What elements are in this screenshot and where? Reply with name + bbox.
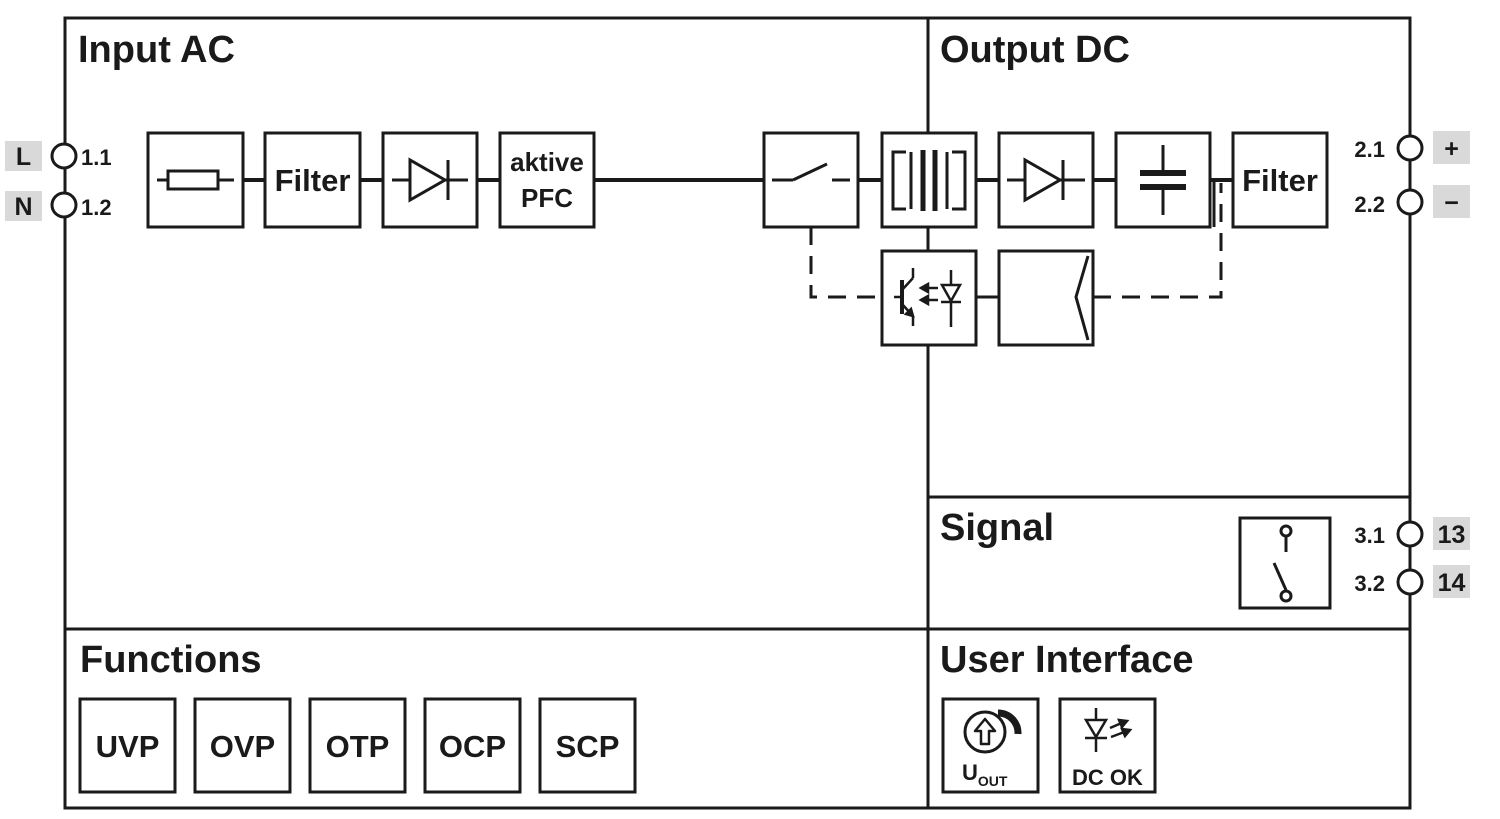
input-filter-block: Filter: [263, 131, 362, 229]
transformer-block: [880, 131, 978, 229]
output-terminal-plus: 2.1 +: [1354, 131, 1470, 164]
output-rectifier-block: [997, 131, 1095, 229]
terminal-tag-n-label: N: [14, 193, 32, 221]
terminal-tag-plus: [1433, 131, 1470, 164]
terminal-tag-minus: [1433, 185, 1470, 218]
pfc-label-line1: aktive: [510, 147, 584, 177]
function-ovp: OVP: [193, 697, 292, 794]
frame: [63, 16, 1412, 810]
terminal-pin-3-2: 3.2: [1354, 571, 1385, 596]
function-uvp: UVP: [78, 697, 177, 794]
output-terminal-minus: 2.2 −: [1354, 185, 1470, 218]
uout-label-main: U: [962, 760, 978, 785]
terminal-tag-13: [1433, 517, 1470, 550]
terminal-tag-n: [5, 191, 42, 221]
diode-icon: [392, 157, 468, 203]
uout-label-sub: OUT: [978, 773, 1008, 789]
input-terminal-l: L 1.1: [5, 141, 112, 171]
terminal-circle-2-1: [1396, 134, 1424, 162]
pfc-label-line2: PFC: [521, 183, 573, 213]
switch-icon: [772, 162, 850, 182]
terminal-pin-1-1: 1.1: [81, 145, 112, 170]
active-pfc-block: aktive PFC: [498, 131, 596, 229]
dc-ok-led-block: DC OK: [1058, 697, 1157, 794]
function-ovp-label: OVP: [210, 729, 275, 764]
section-title-functions: Functions: [80, 639, 262, 681]
terminal-pin-2-1: 2.1: [1354, 137, 1385, 162]
function-otp: OTP: [308, 697, 407, 794]
comparator-icon: [1074, 255, 1090, 341]
terminal-circle-2-2: [1396, 188, 1424, 216]
outer-border: [63, 16, 1412, 810]
led-icon: [1083, 708, 1133, 752]
terminal-pin-1-2: 1.2: [81, 195, 112, 220]
optocoupler-icon: [894, 268, 963, 327]
function-scp-label: SCP: [556, 729, 620, 764]
feedback-path: [809, 183, 1223, 299]
relay-contact-icon: [1272, 524, 1293, 603]
terminal-tag-l-label: L: [16, 143, 31, 171]
signal-terminal-14: 3.2 14: [1354, 565, 1470, 598]
input-terminal-n: N 1.2: [5, 191, 112, 221]
terminal-circle-3-2: [1396, 568, 1424, 596]
terminal-tag-13-label: 13: [1438, 521, 1466, 549]
output-filter-block: Filter: [1231, 131, 1329, 229]
section-title-output-dc: Output DC: [940, 29, 1130, 71]
function-scp: SCP: [538, 697, 637, 794]
signal-terminal-13: 3.1 13: [1354, 517, 1470, 550]
capacitor-icon: [1140, 145, 1186, 215]
terminal-tag-minus-label: −: [1444, 189, 1459, 217]
switch-block: [762, 131, 860, 229]
fuse-block: [146, 131, 245, 229]
capacitor-block: [1114, 131, 1212, 229]
dc-ok-label: DC OK: [1072, 765, 1143, 790]
output-filter-label: Filter: [1242, 163, 1318, 198]
terminal-pin-2-2: 2.2: [1354, 192, 1385, 217]
function-uvp-label: UVP: [96, 729, 160, 764]
function-ocp-label: OCP: [439, 729, 506, 764]
terminal-circle-3-1: [1396, 520, 1424, 548]
signal-relay-block: [1238, 516, 1332, 610]
terminal-tag-l: [5, 141, 42, 171]
terminal-circle-1-2: [50, 191, 78, 219]
function-otp-label: OTP: [326, 729, 390, 764]
function-ocp: OCP: [423, 697, 522, 794]
transformer-icon: [891, 150, 967, 211]
diode-icon: [1007, 157, 1085, 203]
terminal-tag-14-label: 14: [1438, 569, 1466, 597]
terminal-tag-14: [1433, 565, 1470, 598]
section-title-signal: Signal: [940, 507, 1054, 549]
uout-adjust-block: UOUT: [941, 697, 1040, 794]
input-rectifier-block: [381, 131, 479, 229]
section-title-input-ac: Input AC: [78, 29, 235, 71]
terminal-pin-3-1: 3.1: [1354, 523, 1385, 548]
controller-block: [997, 249, 1095, 347]
potentiometer-icon: [963, 709, 1022, 754]
input-filter-label: Filter: [275, 163, 351, 198]
terminal-circle-1-1: [50, 142, 78, 170]
optocoupler-block: [880, 249, 978, 347]
uout-label: UOUT: [962, 760, 1008, 789]
terminal-tag-plus-label: +: [1444, 135, 1459, 163]
functions-list: UVP OVP OTP OCP SCP: [78, 697, 637, 794]
section-title-user-interface: User Interface: [940, 639, 1193, 681]
fuse-icon: [157, 169, 234, 191]
